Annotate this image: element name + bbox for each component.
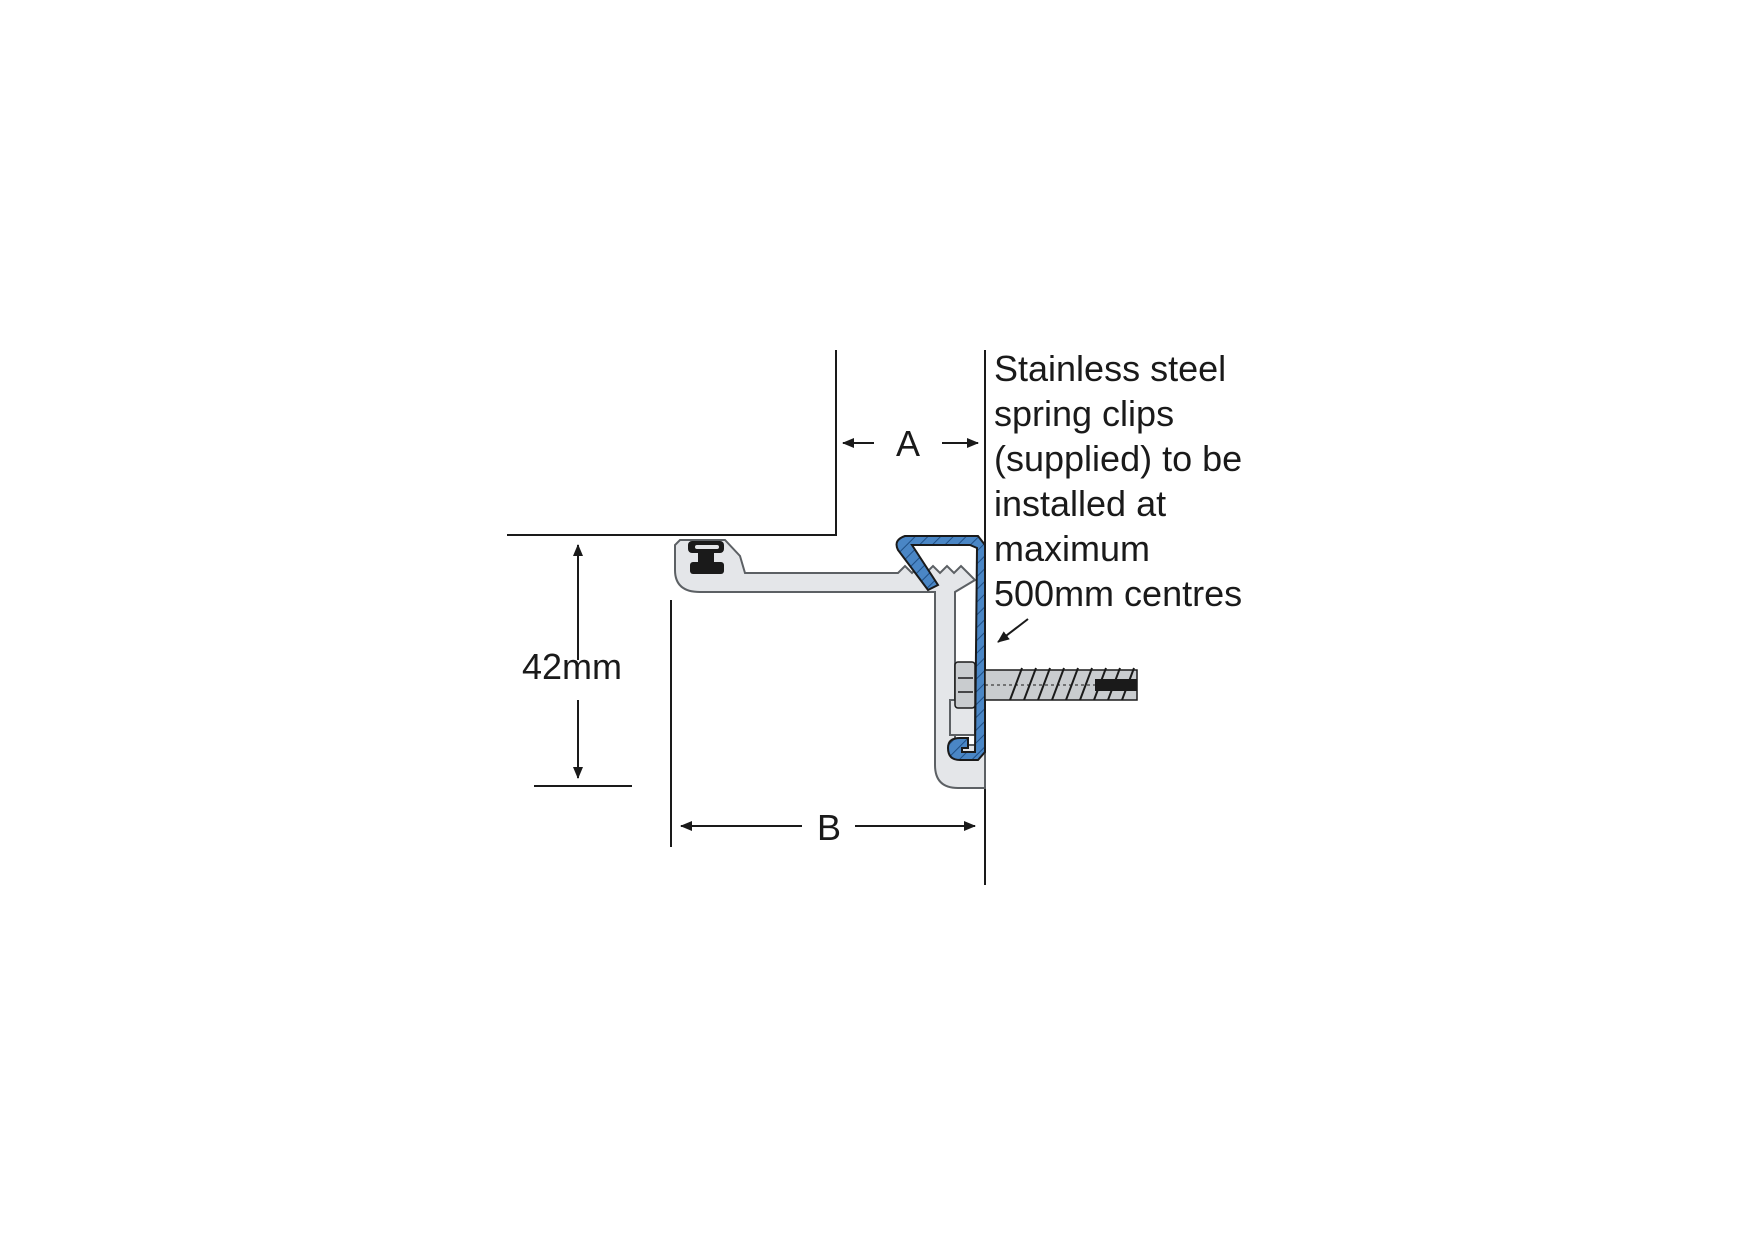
dimension-b: B [670,600,976,848]
dimension-height: 42mm [522,544,632,787]
note-line-4: installed at [994,483,1166,524]
dimension-a: A [842,423,979,464]
note-line-2: spring clips [994,393,1174,434]
dimension-height-label: 42mm [522,646,622,687]
fixing-screw [954,661,1138,709]
note-leader-arrow [997,618,1029,643]
note-line-1: Stainless steel [994,348,1226,389]
gasket [688,541,724,574]
note-line-5: maximum [994,528,1150,569]
spring-clip [895,535,986,761]
note-line-6: 500mm centres [994,573,1242,614]
note-line-3: (supplied) to be [994,438,1242,479]
aluminium-trim-profile [674,539,986,789]
spring-clip-note: Stainless steel spring clips (supplied) … [994,348,1242,643]
dimension-a-label: A [896,423,920,464]
dimension-b-label: B [817,807,841,848]
structure-outline [507,350,837,536]
